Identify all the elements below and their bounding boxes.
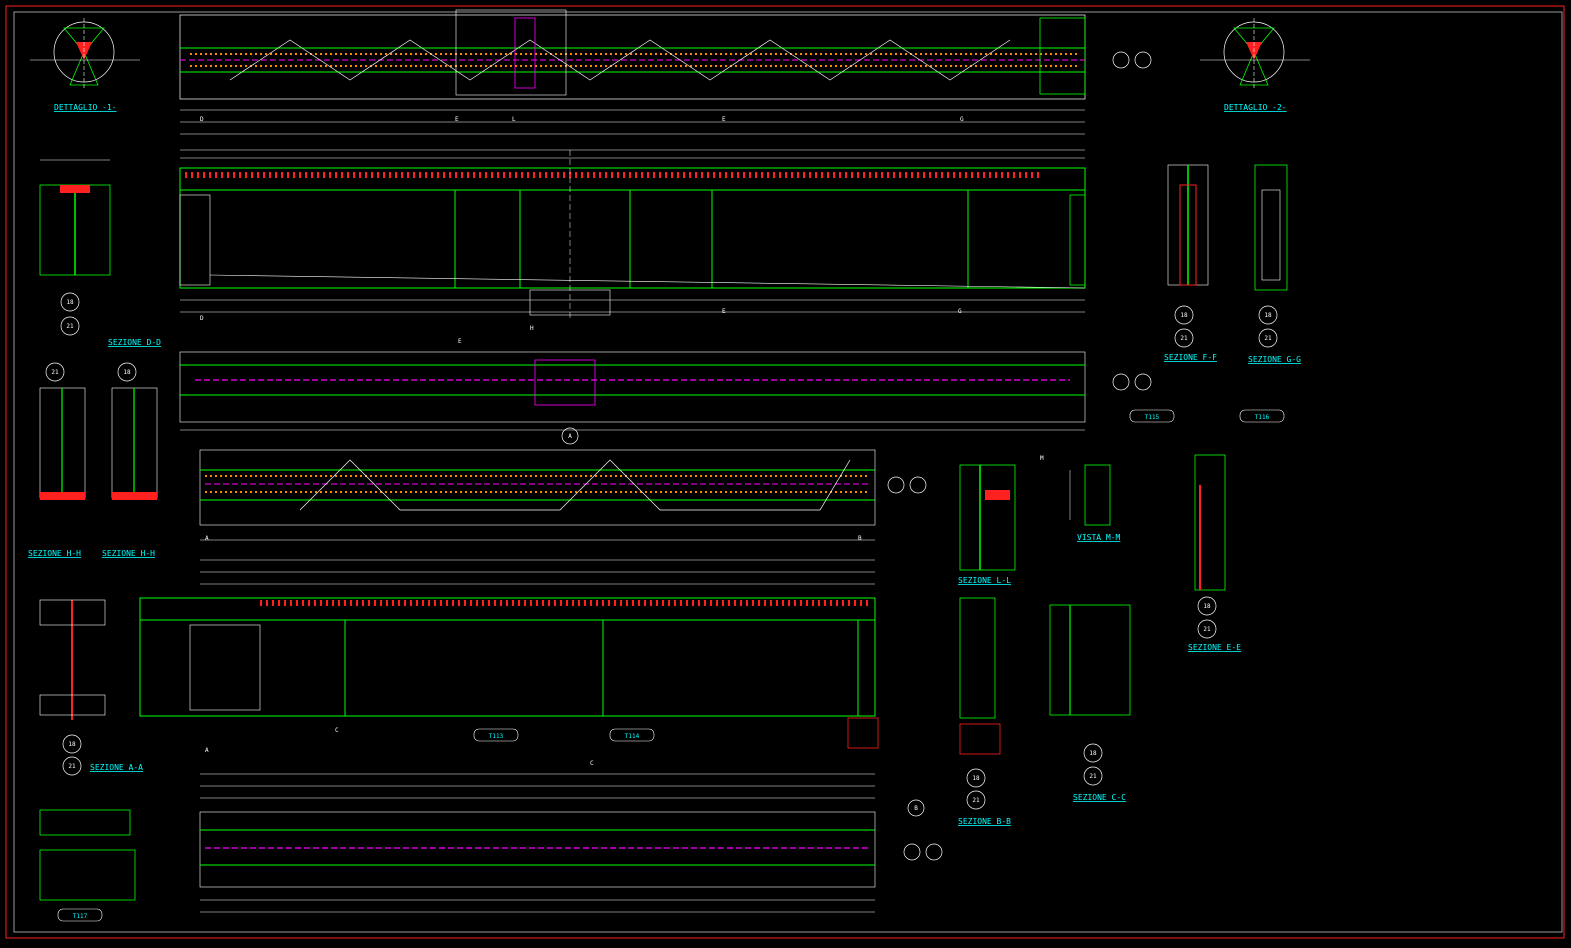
marker-b: B (858, 535, 862, 542)
sezione-f-f-title: SEZIONE F-F (1164, 353, 1217, 362)
sezione-d-d: 18 21 SEZIONE D-D (39, 159, 161, 347)
tag-t115: T115 (1129, 409, 1175, 423)
beam-elevation-4 (139, 559, 879, 749)
marker-d-top: D (200, 116, 204, 123)
vista-m-m-title: VISTA M-M (1077, 533, 1121, 542)
side-circles (887, 51, 1152, 861)
detail-t117: T117 (39, 809, 136, 922)
marker-e-mid-2: E (722, 308, 726, 315)
svg-text:T115: T115 (1145, 414, 1160, 421)
outer-frame (5, 5, 1565, 939)
e-circle-21: 21 (1203, 626, 1211, 633)
circle-18 (60, 292, 80, 312)
sezione-h-h-1-title: SEZIONE H-H (28, 549, 81, 558)
beam-plan-3 (199, 449, 876, 541)
dettaglio-1-title: DETTAGLIO -1- (54, 103, 117, 112)
svg-text:T114: T114 (625, 733, 640, 740)
sezione-e-e: 18 21 SEZIONE E-E (1188, 454, 1241, 652)
c-circle-21: 21 (1089, 773, 1097, 780)
e-circle-18: 18 (1203, 603, 1211, 610)
g-circle-21: 21 (1264, 335, 1272, 342)
dettaglio-2: DETTAGLIO -2- (1200, 18, 1310, 112)
sezione-h-h-1: 21 SEZIONE H-H (28, 362, 86, 558)
marker-e-top-2: E (722, 116, 726, 123)
vista-m-m: VISTA M-M (1069, 464, 1121, 542)
sezione-b-b: 18 21 SEZIONE B-B (958, 597, 1011, 826)
dettaglio-2-title: DETTAGLIO -2- (1224, 103, 1287, 112)
top-beam-plan (179, 9, 1086, 135)
sezione-e-e-title: SEZIONE E-E (1188, 643, 1241, 652)
marker-g-mid: G (958, 308, 962, 315)
sezione-c-c-title: SEZIONE C-C (1073, 793, 1126, 802)
marker-m: M (1040, 455, 1044, 462)
sezione-g-g-title: SEZIONE G-G (1248, 355, 1301, 364)
sezione-h-h-2: 18 SEZIONE H-H (102, 362, 158, 558)
svg-text:T113: T113 (489, 733, 504, 740)
sezione-b-b-title: SEZIONE B-B (958, 817, 1011, 826)
inner-frame (13, 11, 1563, 933)
tag-t117: T117 (73, 913, 88, 920)
marker-e-top: E (455, 116, 459, 123)
a-circle-21: 21 (68, 763, 76, 770)
marker-d-mid: D (200, 315, 204, 322)
tag-t116: T116 (1239, 409, 1285, 423)
sezione-a-a: 18 21 SEZIONE A-A (39, 599, 143, 776)
marker-a: A (205, 535, 209, 542)
f-circle-21: 21 (1180, 335, 1188, 342)
marker-c: C (335, 727, 339, 734)
sezione-l-l-title: SEZIONE L-L (958, 576, 1011, 585)
circle-21-label: 21 (66, 323, 74, 330)
sezione-c-c: 18 21 SEZIONE C-C (1049, 604, 1131, 802)
svg-text:T116: T116 (1255, 414, 1270, 421)
g-circle-18: 18 (1264, 312, 1272, 319)
circle-18-label: 18 (66, 299, 74, 306)
marker-l-top: L (512, 116, 516, 123)
marker-h: H (530, 325, 534, 332)
tag-t113: T113 (473, 728, 519, 742)
b-circle-18: 18 (972, 775, 980, 782)
a-circle-18: 18 (68, 741, 76, 748)
tag-t114: T114 (609, 728, 655, 742)
marker-c-2: C (590, 760, 594, 767)
marker-b-circle: B (914, 805, 918, 812)
sezione-a-a-title: SEZIONE A-A (90, 763, 143, 772)
sezione-f-f: 18 21 SEZIONE F-F (1164, 164, 1217, 362)
beam-plan-5 (199, 773, 876, 913)
beam-plan-2 (179, 351, 1086, 431)
c-circle-18: 18 (1089, 750, 1097, 757)
section-markers: D E L E G D E E G H A A B A C C B M (200, 116, 1044, 817)
f-circle-18: 18 (1180, 312, 1188, 319)
h2-circle-18: 18 (123, 369, 131, 376)
h1-circle-21: 21 (51, 369, 59, 376)
marker-a-circle: A (568, 433, 572, 440)
sezione-d-d-title: SEZIONE D-D (108, 338, 161, 347)
sezione-g-g: 18 21 SEZIONE G-G (1248, 164, 1301, 364)
beam-elevation-1 (179, 149, 1086, 320)
b-circle-21: 21 (972, 797, 980, 804)
marker-e-mid: E (458, 338, 462, 345)
sezione-l-l: SEZIONE L-L (958, 464, 1016, 585)
dettaglio-1: DETTAGLIO -1- (30, 18, 140, 112)
marker-a-2: A (205, 747, 209, 754)
sezione-h-h-2-title: SEZIONE H-H (102, 549, 155, 558)
marker-g-top: G (960, 116, 964, 123)
